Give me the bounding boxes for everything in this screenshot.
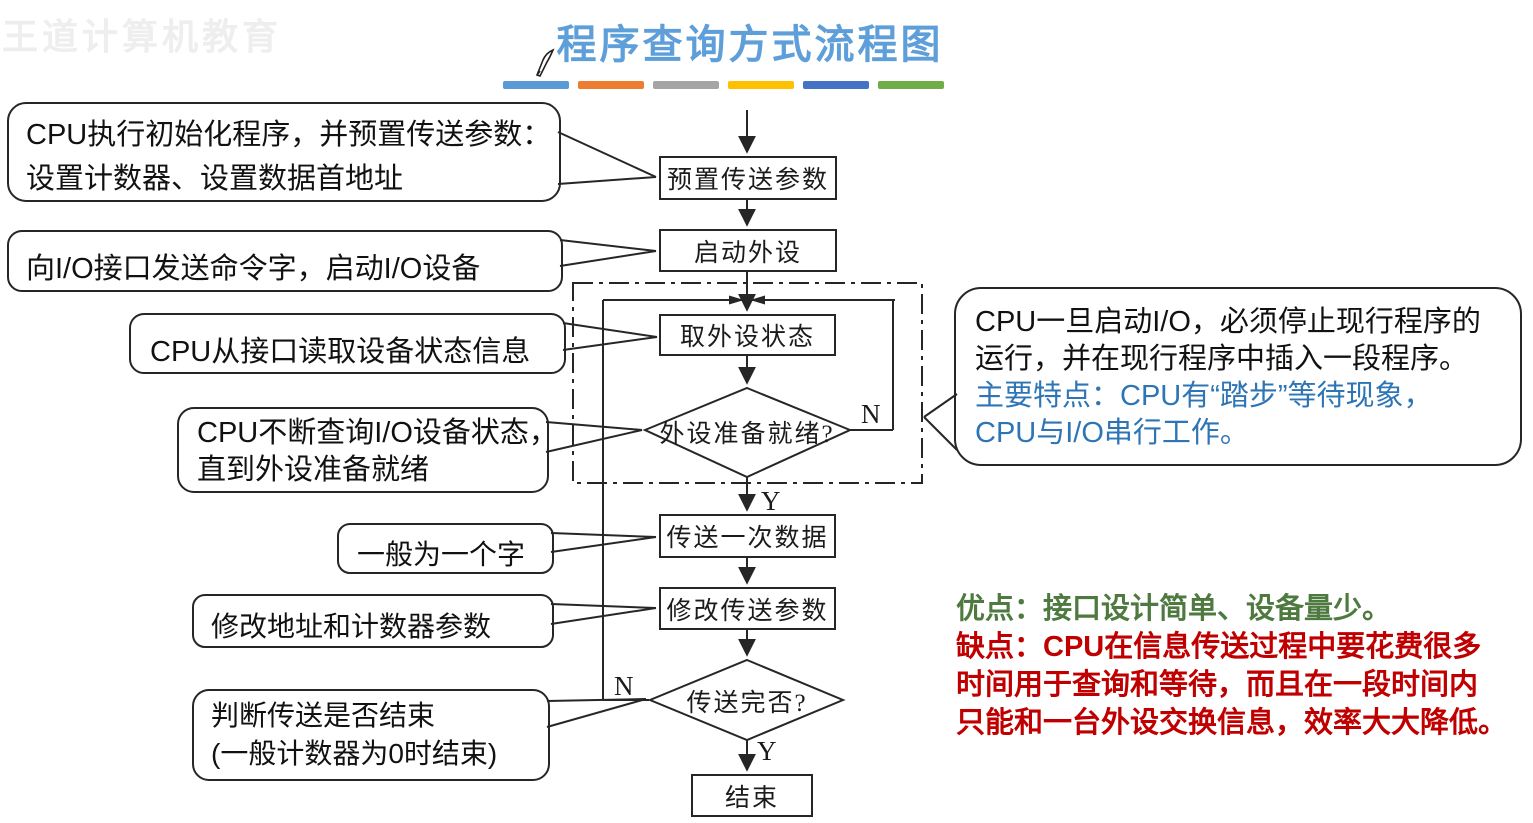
callout-judge-end-tail bbox=[546, 698, 647, 702]
callout-start-io-tail bbox=[559, 250, 657, 267]
transfer-box-shape bbox=[659, 514, 836, 558]
modify-box-label: 修改传送参数 bbox=[666, 597, 829, 625]
notes-pros: 优点：接口设计简单、设备量少。 bbox=[956, 593, 1392, 625]
callout-polling-bubble bbox=[177, 407, 549, 493]
callout-one-word-tail bbox=[550, 536, 657, 553]
callout-io-note-bubble bbox=[954, 287, 1522, 466]
transfer-box-label: 传送一次数据 bbox=[666, 525, 829, 552]
ready-diamond-label: 外设准备就绪? bbox=[659, 421, 835, 448]
accent-bar bbox=[503, 81, 569, 89]
callout-judge-end-line: 判断传送是否结束 bbox=[211, 700, 436, 731]
io-note-black-line: 运行，并在现行程序中插入一段程序。 bbox=[975, 343, 1469, 375]
ready-diamond-shape bbox=[642, 386, 853, 479]
preset-box-label: 预置传送参数 bbox=[666, 167, 829, 194]
callout-init-tail bbox=[557, 176, 657, 185]
accent-bar bbox=[803, 81, 869, 89]
end-box-label: 结束 bbox=[724, 784, 779, 812]
end-box-shape bbox=[691, 774, 813, 817]
callout-init-line: CPU执行初始化程序，并预置传送参数： bbox=[26, 119, 552, 151]
callout-start-io-tail bbox=[559, 239, 657, 252]
callout-start-io-bubble bbox=[7, 230, 563, 292]
callout-one-word-bubble bbox=[337, 523, 554, 574]
callout-polling-line: CPU不断查询I/O设备状态， bbox=[197, 417, 558, 449]
accent-bar bbox=[653, 81, 719, 89]
callout-io-note-tail bbox=[923, 416, 958, 451]
callout-init-line: 设置计数器、设置数据首地址 bbox=[26, 163, 404, 195]
accent-bars bbox=[503, 81, 944, 89]
callout-modify-params-tail bbox=[550, 607, 657, 625]
get-status-box-shape bbox=[659, 314, 836, 356]
io-note-black-line: CPU一旦启动I/O，必须停止现行程序的 bbox=[975, 306, 1481, 338]
callout-read-status-tail bbox=[562, 322, 658, 338]
done-diamond-shape bbox=[647, 658, 846, 742]
callout-read-status-text: CPU从接口读取设备状态信息 bbox=[150, 336, 531, 368]
callout-judge-end-bubble bbox=[192, 689, 550, 781]
modify-box-shape bbox=[659, 587, 836, 630]
callout-one-word-text: 一般为一个字 bbox=[357, 539, 526, 570]
callout-modify-params-tail bbox=[550, 603, 657, 609]
callout-io-note-tail bbox=[923, 393, 958, 418]
loop-junction-arrow-right bbox=[750, 295, 765, 305]
callout-modify-params-bubble bbox=[192, 594, 554, 648]
io-note-blue-line: 主要特点：CPU有“踏步”等待现象， bbox=[975, 380, 1433, 412]
io-note-blue-line: CPU与I/O串行工作。 bbox=[975, 417, 1249, 449]
pencil-icon bbox=[535, 48, 555, 77]
done-diamond-label: 传送完否? bbox=[686, 690, 808, 717]
accent-bar bbox=[878, 81, 944, 89]
callout-polling-text: CPU不断查询I/O设备状态， 直到外设准备就绪 bbox=[197, 415, 558, 489]
callout-judge-end-tail bbox=[546, 698, 647, 728]
page-title: 程序查询方式流程图 bbox=[556, 23, 944, 67]
callout-start-io-text: 向I/O接口发送命令字，启动I/O设备 bbox=[26, 253, 481, 285]
callout-init-bubble bbox=[7, 102, 561, 202]
accent-bar bbox=[728, 81, 794, 89]
callout-one-word-tail bbox=[550, 532, 657, 538]
start-device-box-label: 启动外设 bbox=[693, 239, 802, 267]
callout-modify-params-text: 修改地址和计数器参数 bbox=[211, 611, 492, 642]
callout-judge-end-line: (一般计数器为0时结束) bbox=[211, 738, 498, 769]
start-device-box-shape bbox=[659, 229, 837, 272]
callout-read-status-tail bbox=[562, 336, 658, 351]
notes-cons-line: 时间用于查询和等待，而且在一段时间内 bbox=[956, 669, 1479, 701]
accent-bar bbox=[578, 81, 644, 89]
done-no-label: N bbox=[614, 671, 634, 701]
get-status-box-label: 取外设状态 bbox=[679, 324, 815, 351]
loop-junction-arrow-left bbox=[729, 295, 744, 305]
ready-yes-label: Y bbox=[761, 486, 781, 516]
callout-judge-end-text: 判断传送是否结束 (一般计数器为0时结束) bbox=[211, 697, 497, 773]
ready-no-label: N bbox=[861, 399, 881, 429]
callout-polling-line: 直到外设准备就绪 bbox=[197, 454, 430, 486]
done-yes-label: Y bbox=[757, 736, 777, 766]
notes-cons-line: 只能和一台外设交换信息，效率大大降低。 bbox=[956, 707, 1508, 739]
callout-polling-tail bbox=[545, 429, 643, 453]
callout-init-text: CPU执行初始化程序，并预置传送参数： 设置计数器、设置数据首地址 bbox=[26, 113, 551, 201]
watermark: 王道计算机教育 bbox=[2, 16, 283, 57]
callout-init-tail bbox=[557, 131, 657, 178]
callout-polling-tail bbox=[545, 421, 643, 431]
preset-box-shape bbox=[659, 156, 837, 200]
callout-read-status-bubble bbox=[129, 313, 566, 374]
polling-region-dashdot-border bbox=[572, 282, 923, 484]
notes-cons-line: 缺点：CPU在信息传送过程中要花费很多 bbox=[956, 631, 1482, 663]
